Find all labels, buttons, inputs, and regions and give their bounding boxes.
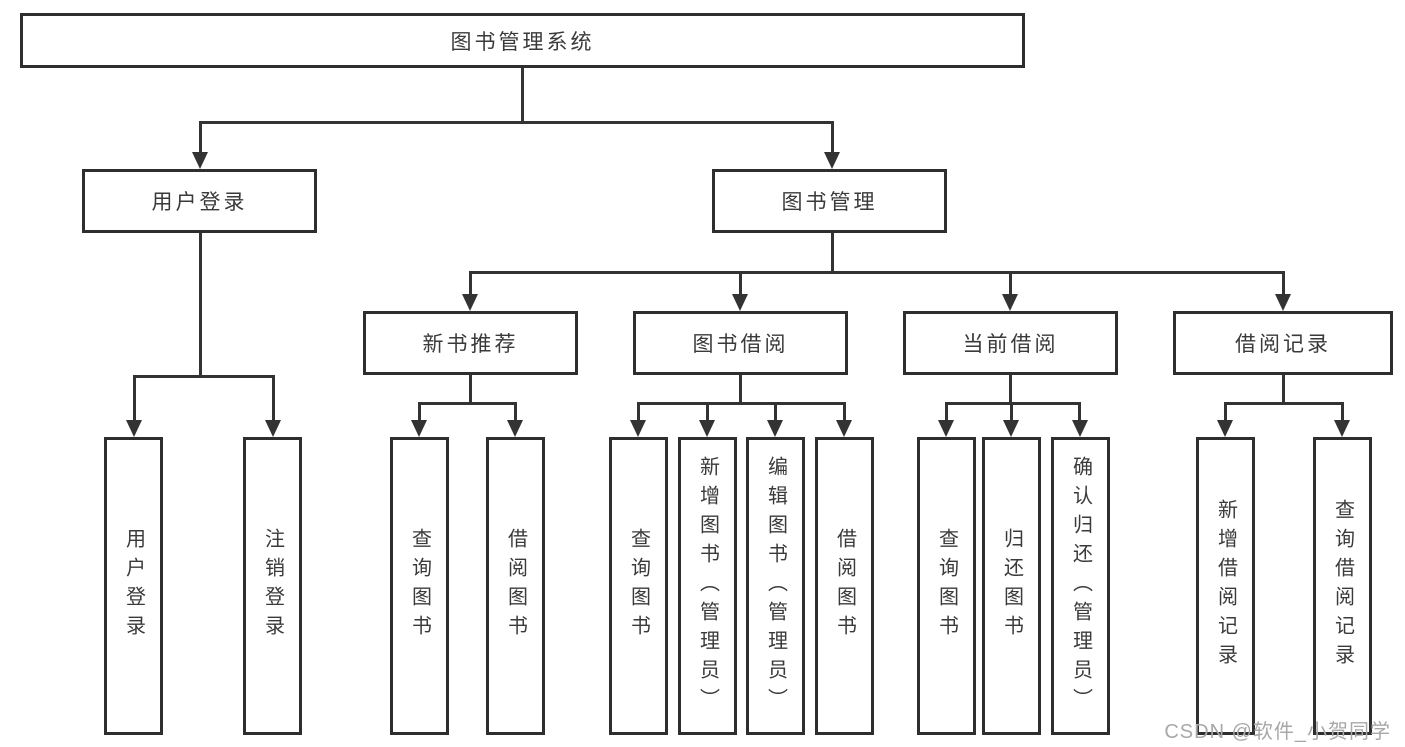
arrow-to-current-borrow [1002,294,1018,311]
leaf-nbr-borrow-books-label: 借阅图书 [504,528,527,644]
arrow-to-br-query [1334,420,1350,437]
node-book-borrow: 图书借阅 [633,311,848,375]
arrow-to-bb-edit [767,420,783,437]
connector-bb-bar [637,402,845,405]
arrow-to-br-add [1217,420,1233,437]
node-book-management: 图书管理 [712,169,947,233]
connector-drop-current-borrow [1009,271,1012,296]
connector-drop-cb-query [945,402,948,422]
arrow-to-bb-add [699,420,715,437]
leaf-br-query-record: 查询借阅记录 [1313,437,1372,735]
leaf-bb-borrow-books-label: 借阅图书 [833,528,856,644]
leaf-bb-query-books: 查询图书 [609,437,668,735]
node-user-login: 用户登录 [82,169,317,233]
node-current-borrow-label: 当前借阅 [962,333,1059,356]
leaf-br-query-record-label: 查询借阅记录 [1331,499,1354,673]
node-new-book-recommend: 新书推荐 [363,311,578,375]
connector-drop-leaf-logout [272,375,275,422]
node-book-borrow-label: 图书借阅 [692,333,789,356]
leaf-cb-return-books-label: 归还图书 [1000,528,1023,644]
arrow-to-nbr-borrow [507,420,523,437]
leaf-logout: 注销登录 [243,437,302,735]
leaf-cb-query-books: 查询图书 [917,437,976,735]
node-borrow-records-label: 借阅记录 [1235,333,1331,356]
leaf-br-add-record-label: 新增借阅记录 [1214,499,1237,673]
connector-drop-br-add [1224,402,1227,422]
connector-book-management-stem [831,233,834,272]
arrow-to-new-book-recommend [462,294,478,311]
connector-user-login-bar [133,375,274,378]
leaf-nbr-query-books-label: 查询图书 [408,528,431,644]
connector-drop-new-book-recommend [469,271,472,296]
connector-root-bar [199,121,833,124]
leaf-user-login: 用户登录 [104,437,163,735]
connector-drop-nbr-borrow [514,402,517,422]
node-library-management-system: 图书管理系统 [20,13,1025,68]
node-user-login-label: 用户登录 [151,191,248,214]
arrow-to-cb-confirm [1072,420,1088,437]
node-library-management-system-label: 图书管理系统 [450,30,595,54]
connector-drop-br-query [1341,402,1344,422]
leaf-bb-borrow-books: 借阅图书 [815,437,874,735]
node-book-management-label: 图书管理 [781,191,878,214]
connector-drop-bb-borrow [843,402,846,422]
connector-book-management-bar [469,271,1284,274]
arrow-to-leaf-logout [265,420,281,437]
connector-drop-leaf-user-login [133,375,136,422]
arrow-to-user-login [192,152,208,169]
connector-user-login-stem [199,233,202,376]
arrow-to-nbr-query [411,420,427,437]
arrow-to-leaf-user-login [126,420,142,437]
connector-bb-stem [739,375,742,403]
connector-nbr-stem [469,375,472,403]
connector-drop-bb-edit [774,402,777,422]
arrow-to-borrow-records [1275,294,1291,311]
connector-drop-borrow-records [1282,271,1285,296]
arrow-to-cb-query [938,420,954,437]
connector-nbr-bar [418,402,516,405]
arrow-to-bb-borrow [836,420,852,437]
leaf-user-login-label: 用户登录 [122,528,145,644]
connector-drop-user-login [199,121,202,154]
connector-cb-stem [1009,375,1012,403]
leaf-cb-confirm-return-admin: 确认归还（管理员） [1051,437,1110,735]
leaf-logout-label: 注销登录 [261,528,284,644]
leaf-nbr-query-books: 查询图书 [390,437,449,735]
connector-drop-book-management [831,121,834,154]
connector-cb-bar [945,402,1081,405]
leaf-bb-edit-books-admin-label: 编辑图书（管理员） [764,455,787,717]
connector-root-stem [521,68,524,122]
csdn-watermark: CSDN @软件_小贺同学 [1164,721,1391,743]
leaf-bb-add-books-admin: 新增图书（管理员） [678,437,737,735]
leaf-br-add-record: 新增借阅记录 [1196,437,1255,735]
leaf-cb-query-books-label: 查询图书 [935,528,958,644]
node-current-borrow: 当前借阅 [903,311,1118,375]
arrow-to-cb-return [1003,420,1019,437]
connector-drop-bb-query [637,402,640,422]
leaf-bb-edit-books-admin: 编辑图书（管理员） [746,437,805,735]
connector-drop-nbr-query [418,402,421,422]
leaf-bb-add-books-admin-label: 新增图书（管理员） [696,455,719,717]
connector-drop-cb-return [1010,402,1013,422]
connector-drop-cb-confirm [1078,402,1081,422]
leaf-cb-confirm-return-admin-label: 确认归还（管理员） [1069,455,1092,717]
node-borrow-records: 借阅记录 [1173,311,1393,375]
leaf-nbr-borrow-books: 借阅图书 [486,437,545,735]
leaf-bb-query-books-label: 查询图书 [627,528,650,644]
arrow-to-book-management [824,152,840,169]
arrow-to-bb-query [630,420,646,437]
leaf-cb-return-books: 归还图书 [982,437,1041,735]
connector-drop-bb-add [706,402,709,422]
connector-br-stem [1282,375,1285,403]
arrow-to-book-borrow [732,294,748,311]
node-new-book-recommend-label: 新书推荐 [422,333,519,356]
connector-br-bar [1224,402,1343,405]
connector-drop-book-borrow [739,271,742,296]
